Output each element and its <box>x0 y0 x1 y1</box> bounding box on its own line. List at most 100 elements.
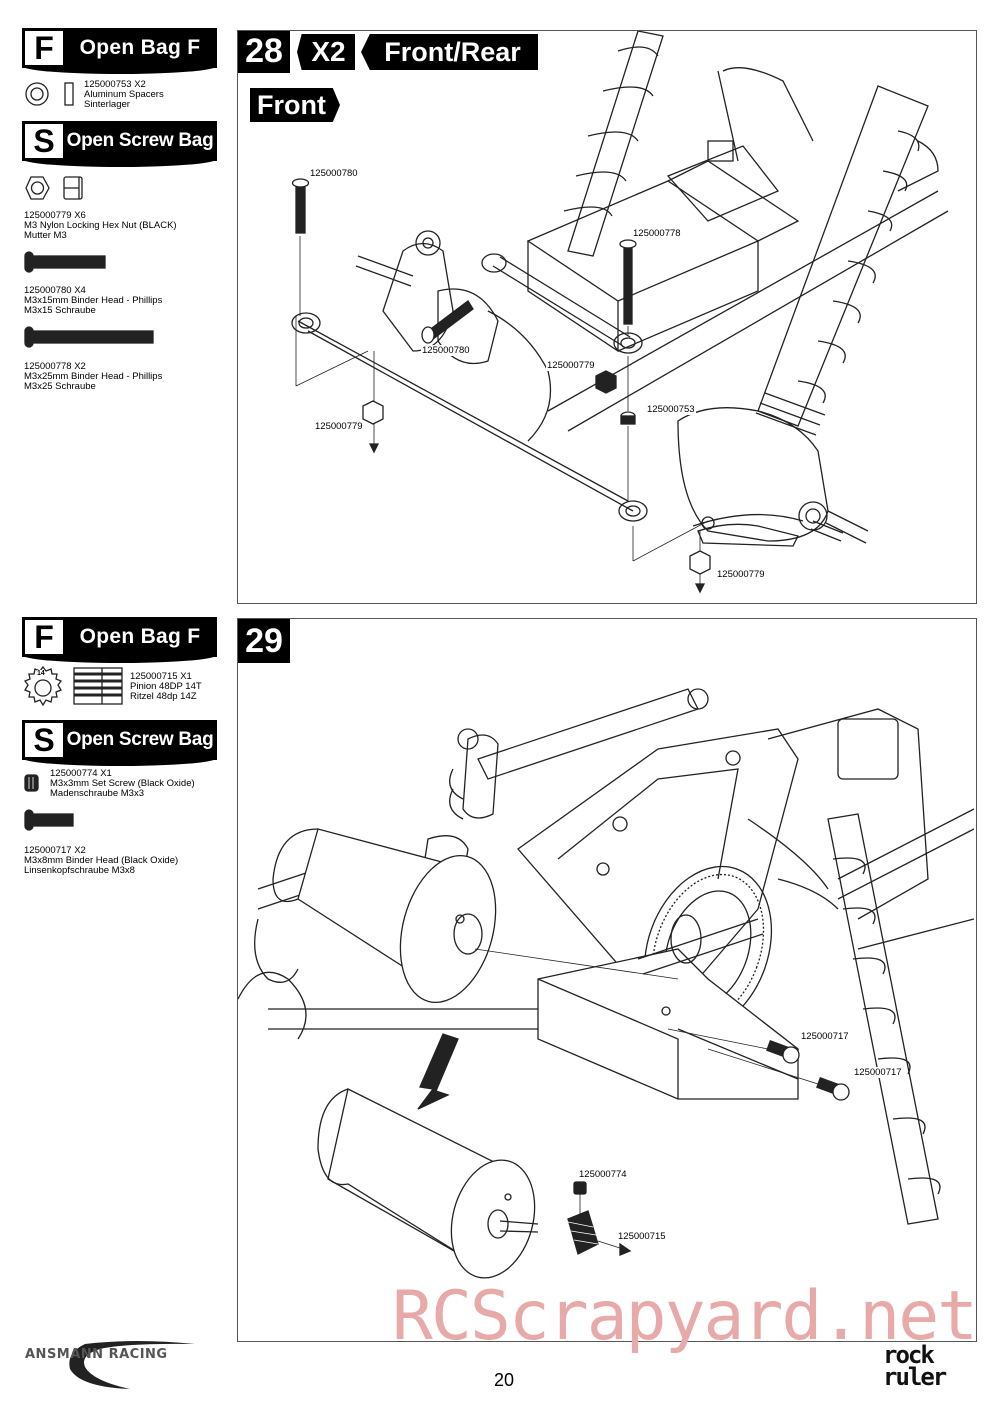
pinion-side-icon <box>73 667 123 705</box>
screw-125000717-upper <box>766 1040 800 1064</box>
motor-drawing <box>317 1088 539 1279</box>
set-screw-icon <box>24 774 39 792</box>
part-code: 125000780 X4 <box>24 285 86 296</box>
bag-letter: S <box>25 723 63 757</box>
brand-logo-text: ANSMANN RACING <box>25 1347 168 1362</box>
part-code: 125000715 X1 <box>130 671 192 682</box>
spacer-125000753 <box>620 411 636 425</box>
bag-letter: F <box>25 31 63 65</box>
part-125000780: 125000780 X4 M3x15mm Binder Head - Phill… <box>24 286 162 316</box>
part-code: 125000779 X6 <box>24 210 86 221</box>
right-knuckle-drawing <box>677 407 869 544</box>
part-125000715: 125000715 X1 Pinion 48DP 14T Ritzel 48dp… <box>130 672 202 702</box>
page-number: 20 <box>494 1370 515 1390</box>
watermark: RCScrapyard.net <box>392 1277 978 1356</box>
part-name-de: Sinterlager <box>84 99 130 110</box>
bag-header-f-step28: F Open Bag F <box>22 28 217 74</box>
part-name-de: Mutter M3 <box>24 230 67 241</box>
bag-header-s-step29: S Open Screw Bag <box>22 720 217 766</box>
long-screw-icon <box>24 326 154 348</box>
callout-125000779-bottom: 125000779 <box>716 569 766 580</box>
callout-125000774: 125000774 <box>578 1169 628 1180</box>
part-name: M3 Nylon Locking Hex Nut (BLACK) <box>24 220 177 231</box>
part-name: M3x25mm Binder Head - Phillips <box>24 371 163 382</box>
part-name: Aluminum Spacers <box>84 89 164 100</box>
step-29-assembly-drawing <box>238 688 974 1279</box>
step-28-panel <box>237 30 977 604</box>
callout-125000753: 125000753 <box>646 404 696 415</box>
part-125000774: 125000774 X1 M3x3mm Set Screw (Black Oxi… <box>50 769 195 799</box>
motor-mount-drawing <box>537 948 799 1100</box>
callout-125000779-mid: 125000779 <box>546 360 596 371</box>
bag-label: Open Screw Bag <box>66 130 214 151</box>
callout-125000717-lower: 125000717 <box>853 1067 903 1078</box>
callout-125000780-side: 125000780 <box>421 345 471 356</box>
part-125000779: 125000779 X6 M3 Nylon Locking Hex Nut (B… <box>24 211 177 241</box>
nut-125000779-mid <box>595 370 617 394</box>
bag-letter: S <box>25 124 63 158</box>
callout-125000778: 125000778 <box>632 228 682 239</box>
part-code: 125000778 X2 <box>24 361 86 372</box>
part-name-de: M3x15 Schraube <box>24 305 96 316</box>
part-name: Pinion 48DP 14T <box>130 681 202 692</box>
pinion-tooth-count: 14 <box>37 670 45 677</box>
callout-125000717-upper: 125000717 <box>800 1031 850 1042</box>
part-name: M3x8mm Binder Head (Black Oxide) <box>24 855 179 866</box>
logo-line-ruler: ruler <box>883 1363 947 1391</box>
logo-line-rock: rock <box>883 1341 935 1369</box>
screw-125000780-top <box>291 178 310 234</box>
step-number: 29 <box>238 619 290 663</box>
right-shock-drawing <box>747 813 941 1225</box>
part-name-de: Ritzel 48dp 14Z <box>130 691 197 702</box>
pinion-gear-icon <box>23 665 123 707</box>
rock-ruler-logo: rock ruler <box>883 1341 978 1396</box>
short-screw-icon <box>24 809 74 831</box>
title-text: Front/Rear <box>384 37 521 67</box>
nut-125000779-left <box>362 400 384 425</box>
screw-icon <box>24 251 106 273</box>
screw-125000717-lower <box>816 1077 850 1101</box>
part-name: M3x3mm Set Screw (Black Oxide) <box>50 778 195 789</box>
part-125000778: 125000778 X2 M3x25mm Binder Head - Phill… <box>24 362 162 392</box>
step-multiplier: X2 <box>297 34 355 70</box>
callout-125000715: 125000715 <box>617 1231 667 1242</box>
chassis-box-drawing <box>526 140 800 353</box>
step-number: 28 <box>238 31 290 73</box>
installed-motor-drawing <box>272 828 679 1004</box>
part-125000717: 125000717 X2 M3x8mm Binder Head (Black O… <box>24 846 178 876</box>
step-title: Front/Rear <box>361 34 538 70</box>
part-125000753: 125000753 X2 Aluminum Spacers Sinterlage… <box>84 80 164 110</box>
logo-swoosh <box>69 1341 195 1389</box>
left-knuckle-drawing <box>355 230 552 442</box>
bag-header-f-step29: F Open Bag F <box>22 617 217 663</box>
callout-125000780-top: 125000780 <box>309 168 359 179</box>
part-name-de: Linsenkopfschraube M3x8 <box>24 865 135 876</box>
bag-label: Open Screw Bag <box>66 729 214 750</box>
screw-125000780-side <box>421 300 474 344</box>
part-name-de: Madenschraube M3x3 <box>50 788 144 799</box>
part-name-de: M3x25 Schraube <box>24 381 96 392</box>
spacer-icon <box>25 82 74 106</box>
part-code: 125000717 X2 <box>24 845 86 856</box>
callout-125000779-left: 125000779 <box>314 421 364 432</box>
multiplier-text: X2 <box>311 36 346 67</box>
subtitle-text: Front <box>257 90 326 120</box>
lower-tie-rod-drawing <box>291 312 648 522</box>
insert-arrow-icon <box>417 1033 459 1110</box>
bag-letter: F <box>25 620 63 654</box>
left-shock-drawing <box>563 31 664 257</box>
screw-125000778 <box>619 239 637 325</box>
step-subtitle: Front <box>250 88 340 122</box>
ansmann-racing-logo: ANSMANN RACING <box>25 1340 210 1396</box>
part-code: 125000753 X2 <box>84 79 146 90</box>
step-28-assembly-drawing <box>291 31 949 594</box>
hex-nut-icon <box>25 176 83 200</box>
part-name: M3x15mm Binder Head - Phillips <box>24 295 163 306</box>
bag-label: Open Bag F <box>79 36 201 59</box>
right-shock-drawing <box>755 85 929 436</box>
nut-125000779-bottom <box>689 550 711 575</box>
bag-label: Open Bag F <box>79 625 201 648</box>
part-code: 125000774 X1 <box>50 768 112 779</box>
pinion-drawing <box>567 1210 599 1255</box>
bag-header-s-step28: S Open Screw Bag <box>22 121 217 167</box>
